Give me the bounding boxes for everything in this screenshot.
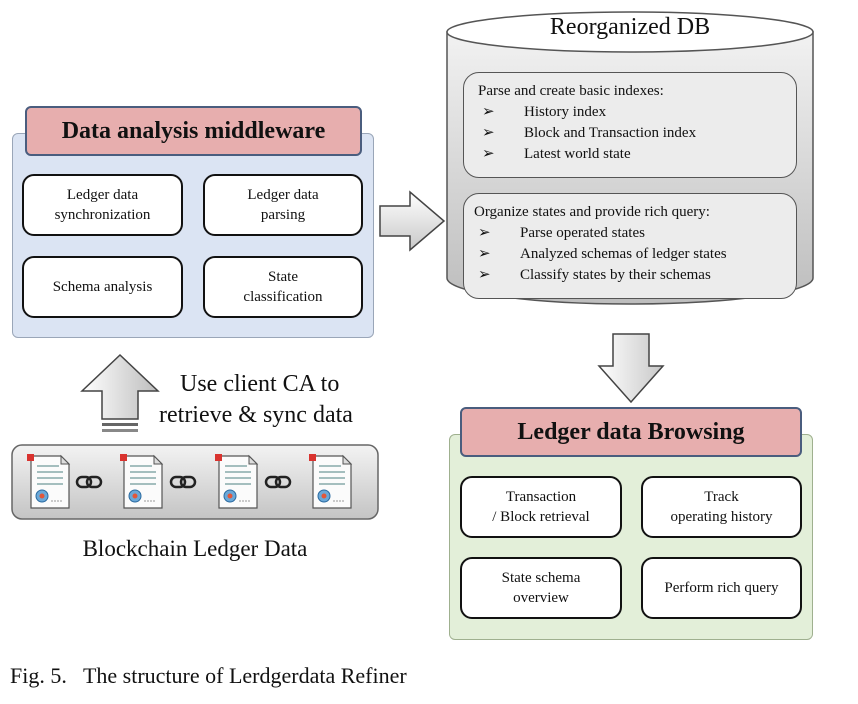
sync-label-line2: retrieve & sync data: [159, 402, 353, 428]
arrow-bullet-icon: ➢: [478, 267, 491, 283]
right-arrow-icon: [379, 190, 446, 252]
db-title: Reorganized DB: [549, 14, 711, 40]
up-arrow-icon: [80, 353, 160, 432]
arrow-bullet-icon: ➢: [478, 225, 491, 241]
ledger-sync-box: Ledger data synchronization: [22, 174, 183, 236]
list-item: ➢Latest world state: [478, 144, 782, 165]
arrow-bullet-icon: ➢: [478, 246, 491, 262]
figure-caption: Fig. 5. The structure of Lerdgerdata Ref…: [10, 663, 407, 688]
ledger-strip: [11, 444, 379, 520]
list-item: ➢Parse operated states: [474, 223, 786, 244]
browsing-title: Ledger data Browsing: [460, 407, 802, 457]
list-item: ➢Classify states by their schemas: [474, 265, 786, 286]
state-classification-box: State classification: [203, 256, 363, 318]
ledger-block-icon: [214, 453, 258, 509]
middleware-title: Data analysis middleware: [25, 106, 362, 156]
ledger-block-icon: [119, 453, 163, 509]
arrow-bullet-icon: ➢: [482, 104, 495, 120]
track-history-box: Track operating history: [641, 476, 802, 538]
list-item: ➢Analyzed schemas of ledger states: [474, 244, 786, 265]
arrow-bullet-icon: ➢: [482, 125, 495, 141]
schema-overview-box: State schema overview: [460, 557, 622, 619]
list-item: ➢History index: [478, 102, 782, 123]
ledger-parsing-box: Ledger data parsing: [203, 174, 363, 236]
ledger-label: Blockchain Ledger Data: [82, 536, 308, 561]
query-group: Organize states and provide rich query: …: [463, 193, 797, 299]
down-arrow-icon: [597, 333, 665, 404]
ledger-block-icon: [308, 453, 352, 509]
sync-label-line1: Use client CA to: [180, 371, 340, 397]
transaction-retrieval-box: Transaction / Block retrieval: [460, 476, 622, 538]
schema-analysis-box: Schema analysis: [22, 256, 183, 318]
list-item: ➢Block and Transaction index: [478, 123, 782, 144]
query-group-heading: Organize states and provide rich query:: [474, 204, 710, 220]
index-group: Parse and create basic indexes: ➢History…: [463, 72, 797, 178]
ledger-block-icon: [26, 453, 70, 509]
arrow-bullet-icon: ➢: [482, 146, 495, 162]
rich-query-box: Perform rich query: [641, 557, 802, 619]
index-group-heading: Parse and create basic indexes:: [478, 83, 664, 99]
